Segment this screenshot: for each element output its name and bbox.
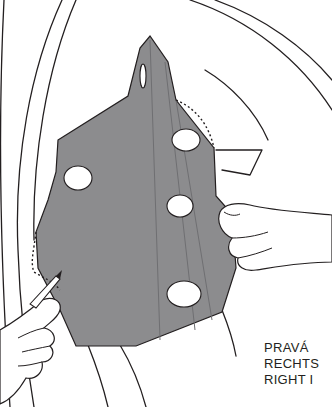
panel-hole bbox=[167, 195, 193, 217]
sill-line bbox=[88, 345, 108, 407]
protective-panel bbox=[36, 36, 236, 346]
pencil bbox=[30, 276, 60, 308]
panel-slot bbox=[140, 64, 146, 88]
left-hand bbox=[0, 298, 60, 404]
tyre-outline bbox=[215, 0, 332, 80]
panel-hole bbox=[167, 281, 201, 307]
finger-lines bbox=[224, 212, 272, 258]
panel-crease bbox=[150, 40, 160, 340]
sill-line bbox=[222, 310, 236, 356]
tyre-outline bbox=[205, 70, 268, 140]
pencil-tip bbox=[56, 270, 62, 279]
language-label: RECHTS bbox=[263, 356, 320, 371]
finger-lines bbox=[18, 328, 50, 366]
bracket-part bbox=[216, 150, 262, 175]
tyre-outline bbox=[190, 0, 332, 110]
trace-line bbox=[32, 100, 214, 290]
panel-hole bbox=[172, 129, 200, 151]
language-label: PRAVÁ bbox=[263, 340, 310, 355]
right-hand bbox=[219, 204, 332, 271]
language-label: RIGHT I bbox=[263, 372, 315, 387]
sill-line bbox=[120, 345, 146, 407]
panel-hole bbox=[64, 166, 92, 190]
